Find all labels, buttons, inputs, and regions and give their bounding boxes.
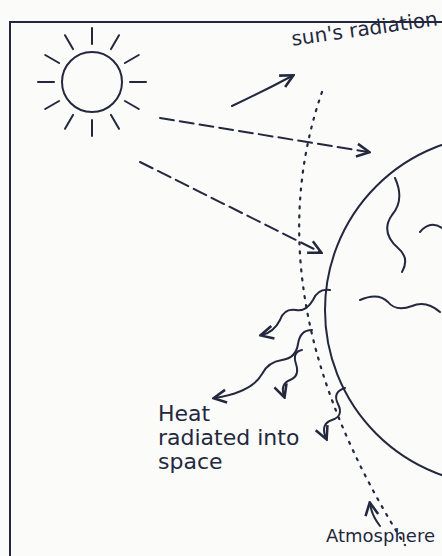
earth-symbol: [325, 135, 442, 485]
frame: [10, 22, 442, 556]
sun-ray: [45, 55, 59, 63]
leader-arrow: [232, 76, 292, 106]
sun-ray: [125, 101, 139, 109]
sun-ray: [38, 81, 54, 83]
sun-ray: [125, 55, 139, 63]
continent-outline: [420, 225, 442, 232]
heat-wave-arrow: [283, 350, 302, 396]
heat-wave-arrow: [262, 290, 330, 335]
earth-globe: [325, 135, 442, 485]
sun-ray: [130, 81, 146, 83]
leader-arrow: [370, 504, 380, 526]
sun-ray: [91, 28, 93, 44]
sun-ray: [111, 115, 119, 129]
heat-wave-arrow: [324, 388, 345, 438]
annotation-label: Heat radiated into space: [158, 402, 308, 475]
sun-ray: [111, 35, 119, 49]
annotation-label: Atmosphere: [326, 526, 442, 546]
sun-symbol: [38, 28, 146, 136]
sun-ray: [91, 120, 93, 136]
continent-outline: [387, 178, 405, 272]
continent-outline: [360, 296, 440, 312]
sun-ray: [45, 101, 59, 109]
atmosphere-boundary: [299, 92, 405, 545]
heat-wave-arrow: [215, 330, 312, 398]
sun-disc: [62, 52, 122, 112]
radiation-arrows: [140, 76, 380, 526]
incoming-ray: [160, 118, 368, 152]
annotation-label: sun's radiation: [290, 7, 442, 50]
incoming-ray: [140, 162, 320, 252]
sun-ray: [65, 35, 73, 49]
sun-ray: [65, 115, 73, 129]
